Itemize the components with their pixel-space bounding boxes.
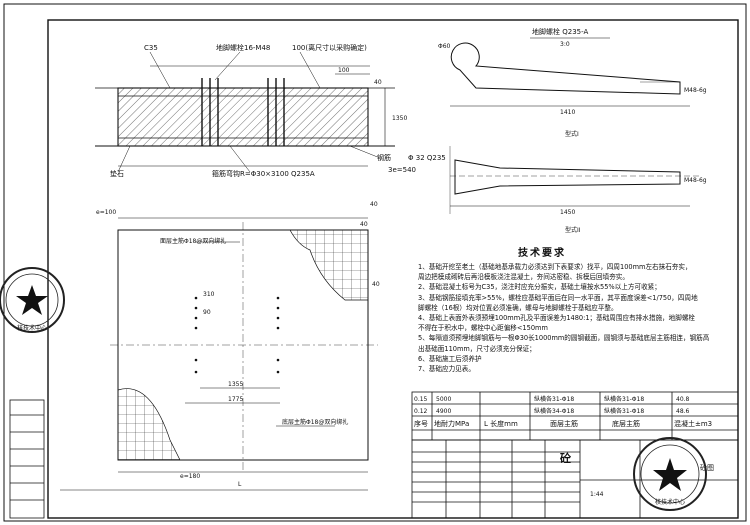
right-stamp-text: 核技术中心 — [655, 498, 685, 506]
h-length: L 长度mm — [484, 419, 518, 428]
d90: 90 — [203, 309, 211, 316]
title-block — [411, 439, 739, 519]
h-seq: 序号 — [414, 419, 428, 428]
note-line: 脚螺栓（16根）均对位置必须准确，螺母与地脚螺栓于基础应平整。 — [418, 303, 618, 312]
note-line: 6、基础施工后须养护 — [418, 354, 482, 363]
r2-c4: 纵横各31-Φ18 — [604, 407, 644, 415]
d310: 310 — [203, 291, 215, 298]
len-2: 1450 — [560, 209, 575, 216]
h-bearing: 地耐力MPa — [434, 419, 469, 428]
anchor-bolt-label: 地脚螺栓16-M48 — [216, 43, 270, 52]
type-2: 型式II — [565, 226, 581, 234]
steel-spec: Φ 32 Q235 — [408, 154, 446, 162]
h-concrete: 混凝土±m3 — [674, 419, 712, 428]
section-view — [95, 51, 395, 173]
bolt-scale: 3:0 — [560, 41, 570, 48]
e100-label: e=100 — [96, 209, 116, 216]
c35-label: C35 — [144, 44, 158, 52]
d40-a: 40 — [370, 201, 378, 208]
r1-c4: 纵横各31-Φ18 — [604, 395, 644, 403]
r1-c3: 纵横各31-Φ18 — [534, 395, 574, 403]
bolt-dia: Φ60 — [438, 43, 451, 50]
dim-100-note: 100(离尺寸以采购确定) — [292, 43, 367, 52]
technical-notes: 1、基础开挖至老土（基础地基承载力必须达到下表要求）找平，四周100mm左右抹石… — [418, 262, 728, 374]
left-title-strip — [9, 399, 45, 519]
steel-label: 钢筋 — [377, 153, 391, 162]
r1-c1: 0.15 — [414, 396, 428, 403]
bolt-title: 地脚螺栓 Q235-A — [532, 27, 588, 36]
L-label: L — [238, 481, 242, 488]
d1355: 1355 — [228, 381, 243, 388]
note-line: 3、基础钢筋接填充率>55%，螺栓应基础平面后在同一水平面，其平面度误差<1/7… — [418, 293, 698, 302]
outer-border — [3, 3, 747, 522]
r2-c3: 纵横各34-Φ18 — [534, 407, 574, 415]
r2-c2: 4900 — [436, 408, 451, 415]
right-stamp: 核技术中心 — [633, 437, 707, 511]
note-line: 4、基础上表面外表须预埋100mm孔及平面误差为1480:1；基础周围应有排水措… — [418, 314, 696, 323]
dim-40-top: 40 — [374, 79, 382, 86]
left-stamp-text: 核技术中心 — [17, 324, 47, 332]
h-bottom: 底层主筋 — [612, 419, 640, 428]
bottom-rebar-label: 底层主筋Φ18@双向绑扎 — [282, 418, 348, 426]
notes-title: 技术要求 — [518, 248, 566, 259]
note-line: 2、基础混凝土标号为C35，浇注时应充分振实，基础土壤按水55%以上方可收紧； — [418, 283, 661, 292]
d40-b: 40 — [360, 221, 368, 228]
note-line: 周边把模成砌砖后再沿模板浇注混凝土，夯间达密稳、拆模后回填夯实。 — [418, 273, 629, 282]
note-line: 1、基础开挖至老土（基础地基承载力必须达到下表要求）找平，四周100mm左右抹石… — [418, 263, 692, 271]
h-top: 面层主筋 — [550, 419, 578, 428]
dim-1350: 1350 — [392, 115, 407, 122]
note-line: 7、基础应力见表。 — [418, 365, 475, 374]
r2-c1: 0.12 — [414, 408, 428, 415]
d1775: 1775 — [228, 396, 243, 403]
r1-c2: 5000 — [436, 396, 451, 403]
r2-c5: 48.6 — [676, 408, 690, 415]
scale-value: 1:44 — [590, 491, 604, 498]
top-rebar-label: 面层主筋Φ18@双向绑扎 — [160, 237, 226, 245]
bolt-detail — [449, 37, 700, 214]
thread-1: M48-6g — [684, 87, 707, 94]
type-1: 型式I — [565, 130, 579, 138]
plan-view — [60, 217, 378, 491]
stirrup-label: 箍筋弯钩R=Φ30×3100 Q235A — [212, 169, 315, 178]
len-1: 1410 — [560, 109, 575, 116]
spacing-label: 3e=540 — [388, 166, 416, 174]
e180-label: e=180 — [180, 473, 200, 480]
r1-c5: 40.8 — [676, 396, 690, 403]
thread-2: M48-6g — [684, 177, 707, 184]
cushion-label: 垫石 — [110, 169, 124, 178]
drawing-no: 砼图 — [700, 463, 714, 472]
note-line: 不得在于积水中，螺栓中心距偏移<150mm — [418, 324, 548, 333]
inner-border — [47, 19, 739, 519]
note-line: 5、每隔道须预埋地脚钢筋与一根Φ30长1000mm的圆钢截面，圆钢须与基础底层主… — [418, 334, 710, 343]
drawing-title: 砼 — [560, 451, 572, 465]
note-line: 出基础面110mm，尺寸必须充分保证； — [418, 344, 536, 353]
d40-c: 40 — [372, 281, 380, 288]
dim-100: 100 — [338, 67, 350, 74]
left-stamp: 核技术中心 — [0, 267, 65, 333]
